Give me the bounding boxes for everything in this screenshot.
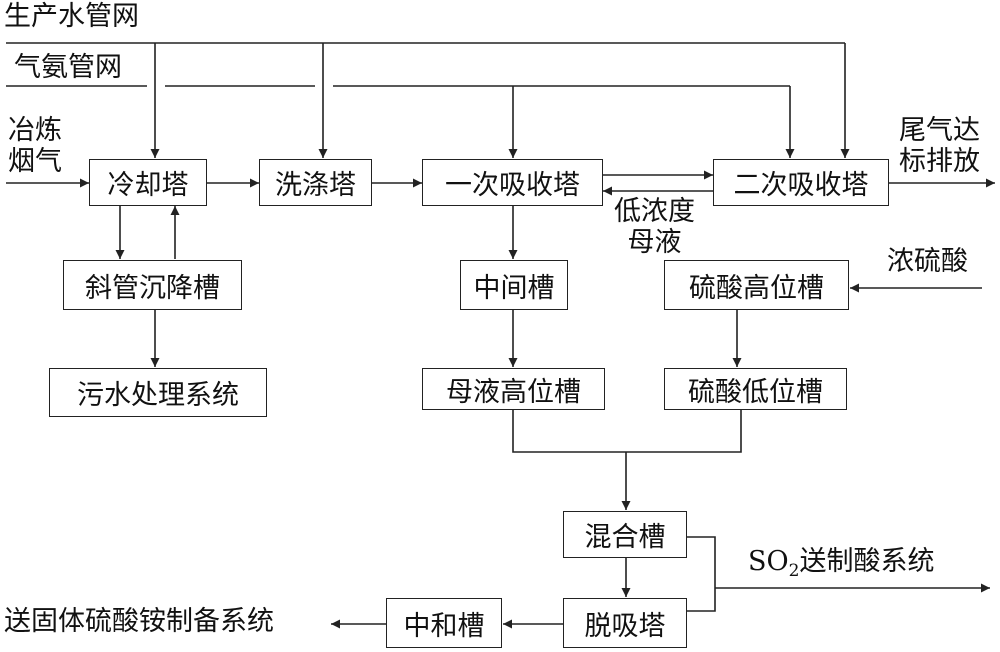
low-conc-line1: 低浓度 (614, 196, 695, 227)
so2-to-acid-plant-label: SO2送制酸系统 (748, 546, 934, 581)
neutralization-tank-box: 中和槽 (386, 598, 502, 648)
tail-gas-label-line2: 标排放 (899, 146, 980, 177)
intermediate-tank-box: 中间槽 (460, 260, 568, 310)
secondary-absorber-box: 二次吸收塔 (713, 159, 889, 206)
inclined-settler-box: 斜管沉降槽 (63, 260, 242, 310)
acid-low-tank-box: 硫酸低位槽 (664, 368, 847, 410)
cooling-tower-box: 冷却塔 (89, 159, 207, 206)
production-water-label: 生产水管网 (4, 1, 139, 32)
solid-ammonium-sulfate-label: 送固体硫酸铵制备系统 (4, 606, 274, 637)
so2-formula-subscript: 2 (788, 561, 800, 581)
wastewater-system-box: 污水处理系统 (49, 368, 267, 417)
merge-line (512, 410, 742, 453)
stripping-tower-box: 脱吸塔 (563, 598, 687, 648)
low-conc-line2: 母液 (627, 227, 682, 258)
acid-head-tank-box: 硫酸高位槽 (664, 260, 849, 310)
smelter-gas-label: 冶炼 烟气 (8, 115, 62, 177)
smelter-gas-label-line1: 冶炼 (8, 115, 62, 146)
washing-tower-box: 洗涤塔 (259, 159, 372, 206)
tail-gas-label-line1: 尾气达 (899, 115, 980, 146)
ammonia-gas-label: 气氨管网 (14, 52, 122, 83)
so2-label-suffix: 送制酸系统 (799, 546, 935, 577)
so2-formula-prefix: SO (748, 546, 789, 577)
tail-gas-label: 尾气达 标排放 (899, 115, 980, 177)
mixing-tank-box: 混合槽 (563, 511, 687, 558)
concentrated-acid-label: 浓硫酸 (887, 246, 968, 277)
mixing-stripping-bypass-line (687, 536, 716, 612)
smelter-gas-label-line2: 烟气 (8, 146, 62, 177)
primary-absorber-box: 一次吸收塔 (422, 159, 603, 206)
low-concentration-liquor-label: 低浓度 母液 (614, 196, 695, 258)
mother-liquor-head-tank-box: 母液高位槽 (422, 368, 605, 410)
